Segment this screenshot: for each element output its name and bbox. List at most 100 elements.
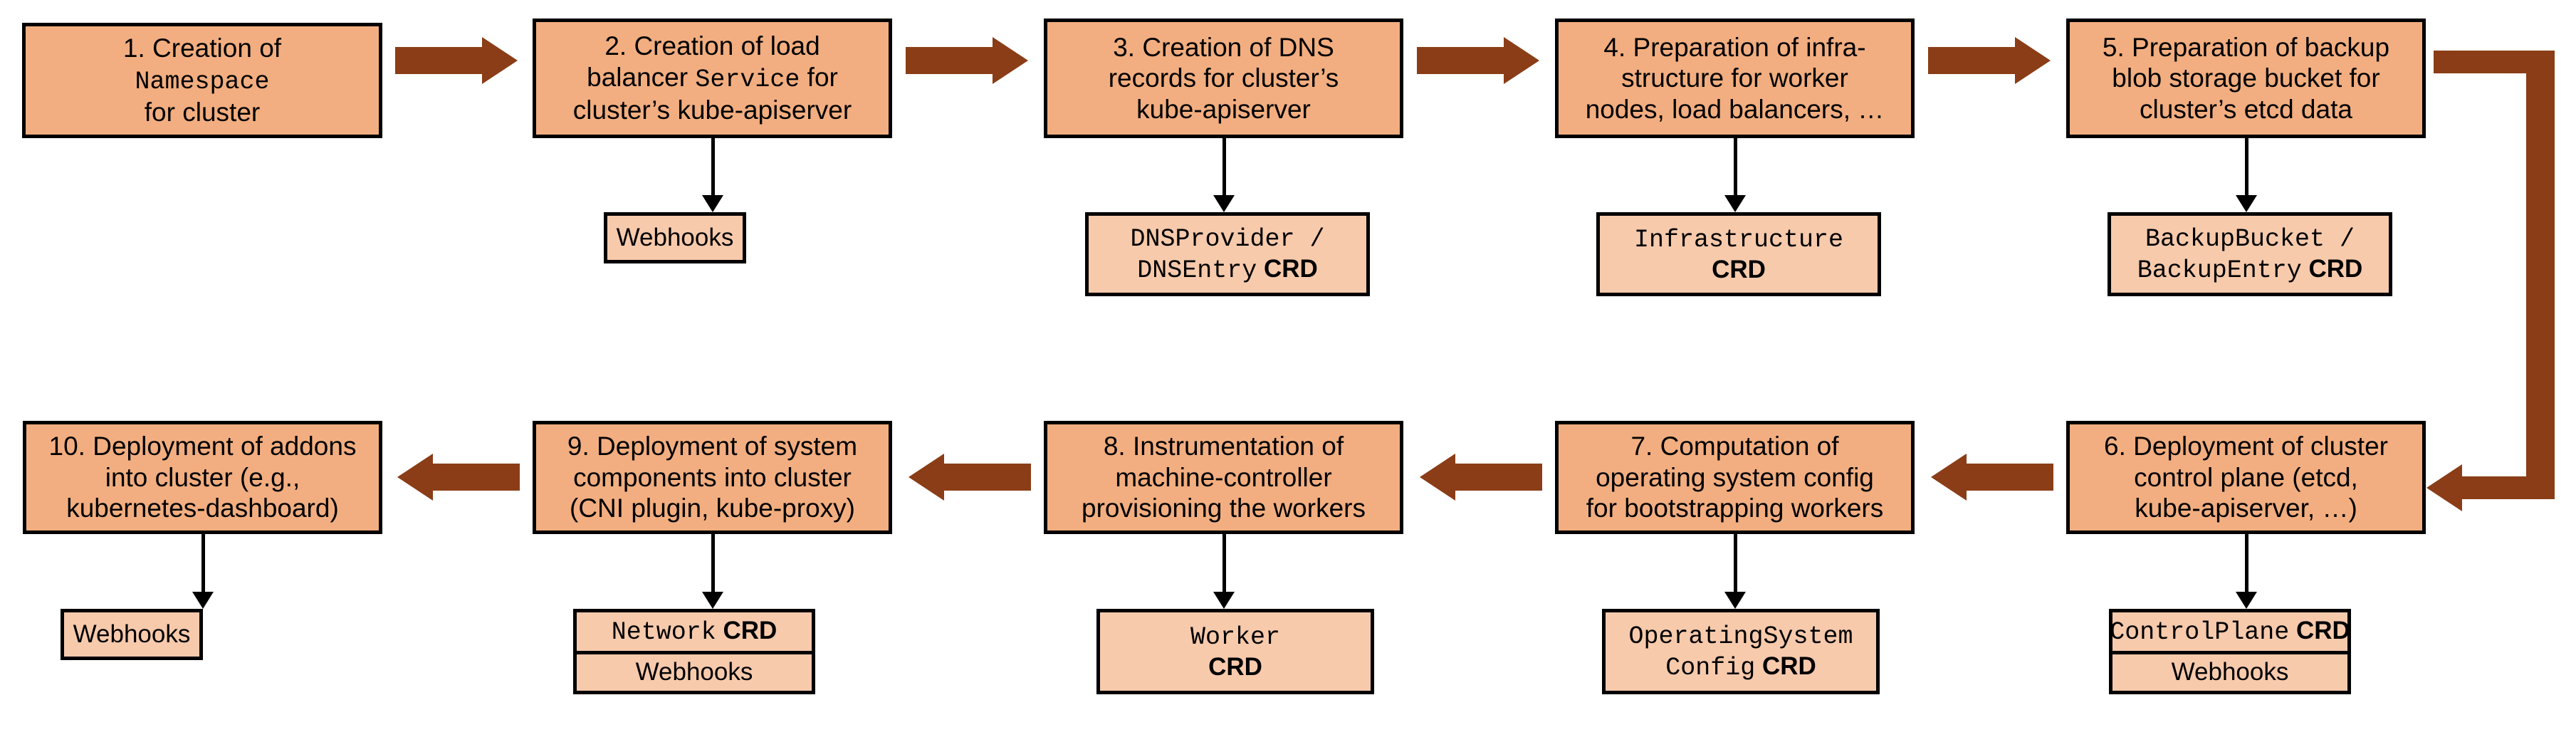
arrow-head-left-icon	[1420, 454, 1455, 501]
artifact-cell-crd: ControlPlane CRD	[2110, 612, 2350, 651]
connector-arrowhead-icon	[1213, 195, 1235, 212]
step-2-line-3: cluster’s kube-apiserver	[572, 95, 852, 125]
connector-stem	[2245, 138, 2248, 197]
artifact-label: BackupBucket / BackupEntry CRD	[2137, 223, 2363, 286]
connector-stem	[1222, 534, 1226, 593]
step-1-line-2: Namespace	[135, 67, 270, 96]
step-6-line-1: 6. Deployment of cluster	[2104, 432, 2388, 461]
artifact-crd-space	[1755, 652, 1762, 680]
step-box-8[interactable]: 8. Instrumentation of machine-controller…	[1044, 421, 1403, 534]
step-box-1[interactable]: 1. Creation of Namespace for cluster	[22, 23, 382, 138]
step-6-line-3: kube-apiserver, …)	[2135, 493, 2357, 523]
connector-arrowhead-icon	[1724, 592, 1746, 609]
arrow-head-left-icon	[397, 454, 433, 501]
artifact-box-step-10[interactable]: Webhooks	[61, 609, 203, 660]
connector-step-10-to-artifact	[190, 534, 216, 609]
step-7-line-2: operating system config	[1596, 462, 1874, 492]
connector-arrowhead-icon	[2236, 592, 2257, 609]
artifact-box-step-3[interactable]: DNSProvider / DNSEntry CRD	[1085, 212, 1370, 296]
connector-arrowhead-icon	[1213, 592, 1235, 609]
arrow-head-left-icon	[909, 454, 944, 501]
flow-arrow-5-to-6-bottom-segment	[2462, 476, 2555, 499]
step-8-line-1: 8. Instrumentation of	[1103, 432, 1344, 461]
artifact-box-step-9[interactable]: Network CRD Webhooks	[573, 609, 815, 694]
artifact-webhooks-label: Webhooks	[635, 658, 753, 686]
connector-stem	[1222, 138, 1226, 197]
step-4-line-2: structure for worker	[1621, 63, 1848, 93]
step-3-line-1: 3. Creation of DNS	[1113, 32, 1334, 62]
step-9-line-1: 9. Deployment of system	[567, 432, 858, 461]
artifact-crd-space	[2302, 255, 2309, 283]
flow-arrow-2-to-3	[906, 37, 1028, 84]
step-2-line-1: 2. Creation of load	[604, 31, 820, 61]
step-box-4[interactable]: 4. Preparation of infra- structure for w…	[1555, 19, 1915, 138]
artifact-box-step-6[interactable]: ControlPlane CRD Webhooks	[2109, 609, 2351, 694]
step-box-2[interactable]: 2. Creation of load balancer Service for…	[533, 19, 892, 138]
artifact-label: DNSProvider / DNSEntry CRD	[1130, 223, 1324, 286]
artifact-crd-space	[2289, 617, 2296, 644]
step-box-5[interactable]: 5. Preparation of backup blob storage bu…	[2066, 19, 2426, 138]
artifact-cell: Worker CRD	[1100, 612, 1371, 691]
arrow-head-right-icon	[482, 37, 518, 84]
flow-arrow-5-to-6-vertical-segment	[2526, 51, 2555, 499]
artifact-crd-suffix	[1257, 255, 1264, 283]
flow-arrow-1-to-2	[395, 37, 518, 84]
step-10-line-3: kubernetes-dashboard)	[66, 493, 339, 523]
artifact-cell-webhooks: Webhooks	[577, 650, 812, 691]
step-5-text: 5. Preparation of backup blob storage bu…	[2075, 32, 2417, 125]
artifact-label: Worker CRD	[1190, 621, 1280, 682]
artifact-crd-label: CRD	[1263, 255, 1318, 283]
step-4-line-1: 4. Preparation of infra-	[1603, 32, 1866, 62]
step-2-text: 2. Creation of load balancer Service for…	[542, 31, 883, 126]
arrow-shaft	[1928, 47, 2015, 74]
step-2-line-2c: for	[800, 62, 838, 92]
artifact-label: Webhooks	[616, 224, 734, 251]
flow-arrow-8-to-9	[909, 454, 1031, 501]
step-4-text: 4. Preparation of infra- structure for w…	[1564, 32, 1905, 125]
step-10-text: 10. Deployment of addons into cluster (e…	[32, 431, 373, 524]
connector-stem	[1734, 534, 1737, 593]
artifact-cell: DNSProvider / DNSEntry CRD	[1089, 216, 1366, 293]
step-box-6[interactable]: 6. Deployment of cluster control plane (…	[2066, 421, 2426, 534]
artifact-label: Infrastructure CRD	[1634, 224, 1843, 285]
connector-stem	[711, 138, 715, 197]
connector-step-7-to-artifact	[1722, 534, 1748, 609]
step-1-text: 1. Creation of Namespace for cluster	[31, 33, 373, 128]
artifact-crd-name: Worker	[1190, 623, 1281, 652]
step-box-9[interactable]: 9. Deployment of system components into …	[533, 421, 892, 534]
artifact-box-step-2[interactable]: Webhooks	[604, 212, 746, 263]
connector-arrowhead-icon	[192, 592, 214, 609]
connector-arrowhead-icon	[1724, 195, 1746, 212]
artifact-cell: Webhooks	[64, 612, 199, 657]
step-box-3[interactable]: 3. Creation of DNS records for cluster’s…	[1044, 19, 1403, 138]
artifact-crd-label: CRD	[1712, 256, 1766, 283]
artifact-box-step-5[interactable]: BackupBucket / BackupEntry CRD	[2108, 212, 2392, 296]
artifact-crd-name: Network	[611, 617, 716, 647]
artifact-label: Webhooks	[73, 620, 191, 648]
step-box-7[interactable]: 7. Computation of operating system confi…	[1555, 421, 1915, 534]
artifact-crd-name-line-2: DNSEntry	[1137, 256, 1257, 285]
artifact-cell-crd: Network CRD	[577, 612, 812, 651]
arrow-shaft	[906, 47, 993, 74]
artifact-box-step-4[interactable]: Infrastructure CRD	[1596, 212, 1881, 296]
artifact-label: ControlPlane CRD	[2110, 616, 2350, 647]
arrow-shaft	[1417, 47, 1504, 74]
artifact-cell: BackupBucket / BackupEntry CRD	[2111, 216, 2389, 293]
connector-step-9-to-artifact	[700, 534, 726, 609]
connector-stem	[2245, 534, 2248, 593]
step-9-text: 9. Deployment of system components into …	[542, 431, 883, 524]
artifact-box-step-7[interactable]: OperatingSystem Config CRD	[1602, 609, 1880, 694]
artifact-crd-label: CRD	[2308, 255, 2363, 283]
step-10-line-2: into cluster (e.g.,	[105, 462, 300, 492]
step-box-10[interactable]: 10. Deployment of addons into cluster (e…	[23, 421, 382, 534]
step-7-line-3: for bootstrapping workers	[1586, 493, 1884, 523]
step-8-text: 8. Instrumentation of machine-controller…	[1053, 431, 1394, 524]
step-3-text: 3. Creation of DNS records for cluster’s…	[1053, 32, 1394, 125]
arrow-shaft	[944, 464, 1031, 491]
step-3-line-2: records for cluster’s	[1108, 63, 1339, 93]
connector-step-8-to-artifact	[1211, 534, 1237, 609]
flow-arrow-6-to-7	[1931, 454, 2053, 501]
step-10-line-1: 10. Deployment of addons	[48, 432, 357, 461]
artifact-box-step-8[interactable]: Worker CRD	[1096, 609, 1374, 694]
connector-step-4-to-artifact	[1722, 138, 1748, 212]
